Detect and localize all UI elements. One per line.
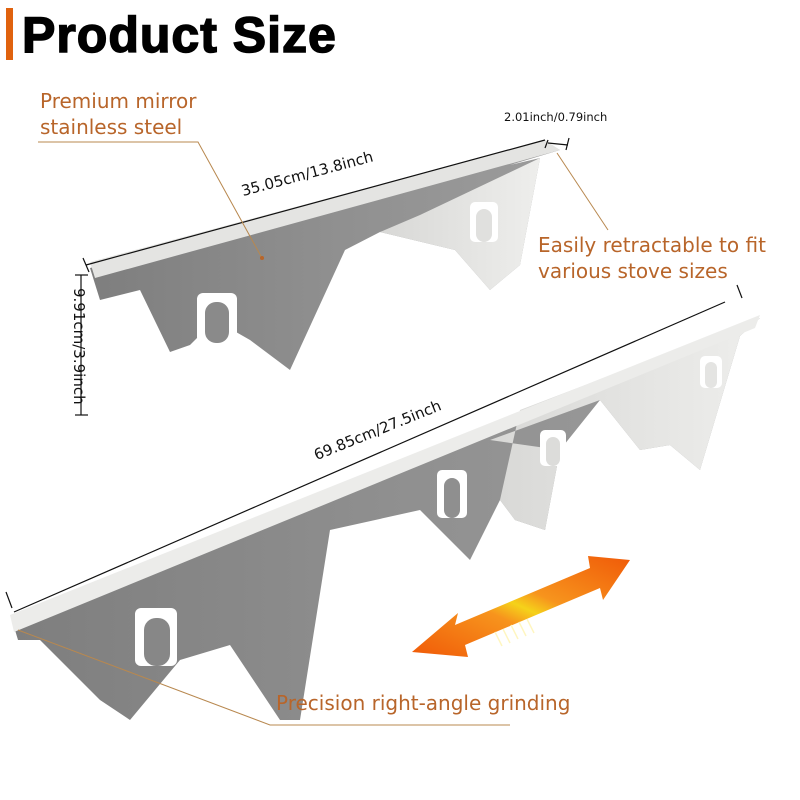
retractable-callout: Easily retractable to fit various stove … bbox=[538, 232, 766, 284]
material-callout-line1: Premium mirror bbox=[40, 89, 197, 113]
retractable-callout-line2: various stove sizes bbox=[538, 259, 728, 283]
material-callout-line2: stainless steel bbox=[40, 115, 183, 139]
flange-width-label: 2.01inch/0.79inch bbox=[504, 110, 608, 124]
material-callout: Premium mirror stainless steel bbox=[40, 88, 197, 140]
double-arrow-icon bbox=[412, 556, 630, 657]
short-stove-guard bbox=[90, 140, 560, 370]
callout-leaders bbox=[17, 141, 609, 726]
height-label: 9.91cm/3.9inch bbox=[70, 288, 88, 405]
page-title: Product Size bbox=[21, 6, 337, 64]
grinding-callout: Precision right-angle grinding bbox=[276, 691, 571, 715]
long-stove-guard bbox=[10, 315, 760, 720]
dimension-lines bbox=[5, 137, 743, 613]
retractable-callout-line1: Easily retractable to fit bbox=[538, 233, 766, 257]
title-accent-bar bbox=[6, 8, 13, 60]
